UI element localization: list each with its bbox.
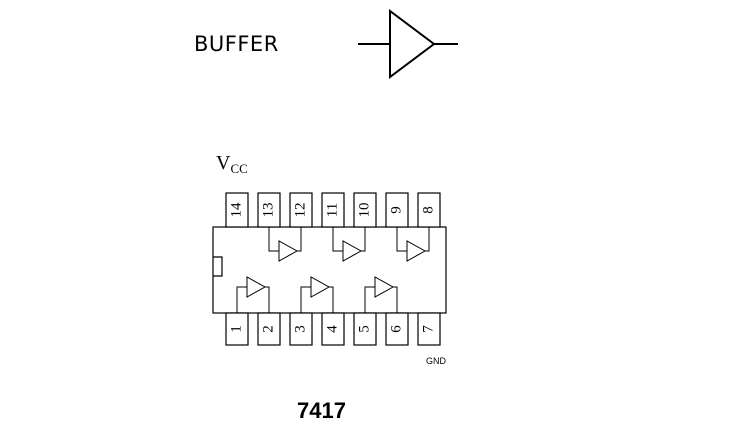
pin-14: 14: [225, 192, 249, 228]
pin-3: 3: [289, 312, 313, 346]
pin-6: 6: [385, 312, 409, 346]
pin-label: 10: [356, 203, 372, 218]
buffer-label: BUFFER: [194, 32, 279, 56]
pin-label: 5: [356, 325, 372, 333]
pin-label: 4: [324, 325, 340, 333]
pin-label: 14: [228, 202, 244, 218]
chip-body: [212, 226, 447, 314]
pin-5: 5: [353, 312, 377, 346]
pin-12: 12: [289, 192, 313, 228]
buffer-symbol: [358, 9, 458, 79]
buffer-gate: [396, 227, 430, 262]
pin-2: 2: [257, 312, 281, 346]
pin-label: 2: [260, 325, 276, 333]
gnd-label: GND: [426, 356, 446, 366]
pin-11: 11: [321, 192, 345, 228]
pin-label: 9: [388, 206, 404, 214]
pin-8: 8: [417, 192, 441, 228]
pin-label: 12: [292, 203, 308, 218]
pin-label: 11: [324, 203, 340, 217]
pin-10: 10: [353, 192, 377, 228]
pin-label: 3: [292, 325, 308, 333]
pin-4: 4: [321, 312, 345, 346]
pin-7: 7: [417, 312, 441, 346]
pin-label: 6: [388, 325, 404, 333]
pin-label: 7: [420, 325, 436, 333]
buffer-gate: [364, 276, 398, 313]
pin-9: 9: [385, 192, 409, 228]
pin-label: 8: [420, 206, 436, 214]
buffer-gate: [236, 276, 270, 313]
chip-notch: [213, 256, 223, 277]
pin-1: 1: [225, 312, 249, 346]
pin-label: 1: [228, 325, 244, 333]
chip-name: 7417: [297, 398, 346, 423]
vcc-label: VCC: [216, 152, 248, 176]
buffer-gate: [300, 276, 334, 313]
pin-label: 13: [260, 203, 276, 218]
pin-13: 13: [257, 192, 281, 228]
buffer-gate: [332, 227, 366, 262]
buffer-gate: [268, 227, 302, 262]
